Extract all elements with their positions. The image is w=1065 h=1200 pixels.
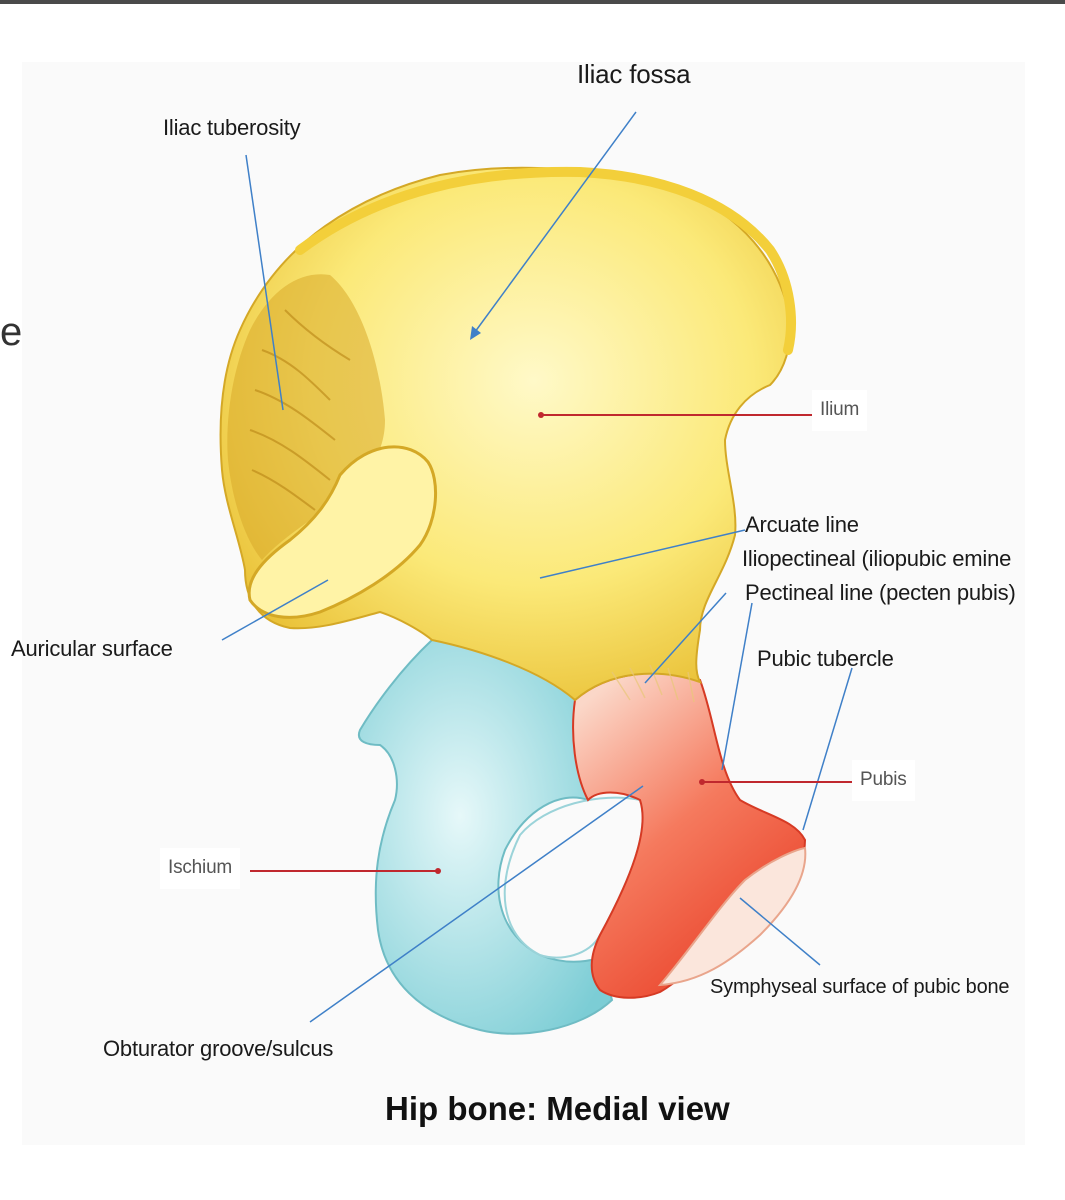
label-pubic-tubercle: Pubic tubercle [757,646,894,671]
leader-lines [221,111,853,1023]
label-ilium: Ilium [812,390,868,431]
label-symphyseal-surface: Symphyseal surface of pubic bone [710,976,1010,998]
bone-fiber-texture [611,664,695,703]
leader-iliac-fossa [471,111,637,337]
arrowhead-iliac-fossa [470,326,481,340]
label-iliac-tuberosity: Iliac tuberosity [163,115,301,140]
label-iliopectineal-clip: Iliopectineal (iliopubic emine [742,547,1065,577]
iliac-crest [295,166,796,355]
tuberosity-texture [249,309,351,511]
leader-pectineal-line-2 [721,602,753,771]
label-ischium: Ischium [160,848,241,889]
leader-arcuate-line [539,529,746,579]
slide-text-fragment: e [0,310,23,354]
pointer-lines [250,412,857,874]
label-iliopectineal: Iliopectineal (iliopubic emine [742,547,1012,571]
diagram-title: Hip bone: Medial view [385,1090,730,1127]
symphyseal-surface [657,846,807,987]
label-iliac-fossa: Iliac fossa [577,59,691,89]
ischium-region [357,636,614,1035]
auricular-surface-area [247,445,438,619]
window-top-border [0,0,1065,4]
label-pubis: Pubis [852,760,915,801]
label-pectineal-line: Pectineal line (pecten pubis) [745,580,1016,605]
leader-pubic-tubercle [802,667,853,831]
leader-iliac-tuberosity [245,154,284,411]
leader-obturator-groove [309,785,644,1023]
label-arcuate-line: Arcuate line [745,512,859,537]
label-auricular-surface: Auricular surface [11,636,173,661]
leader-symphyseal-surface [739,897,821,966]
leader-auricular-surface [221,579,329,641]
label-obturator-groove: Obturator groove/sulcus [103,1036,334,1061]
leader-pectineal-line [644,592,727,684]
